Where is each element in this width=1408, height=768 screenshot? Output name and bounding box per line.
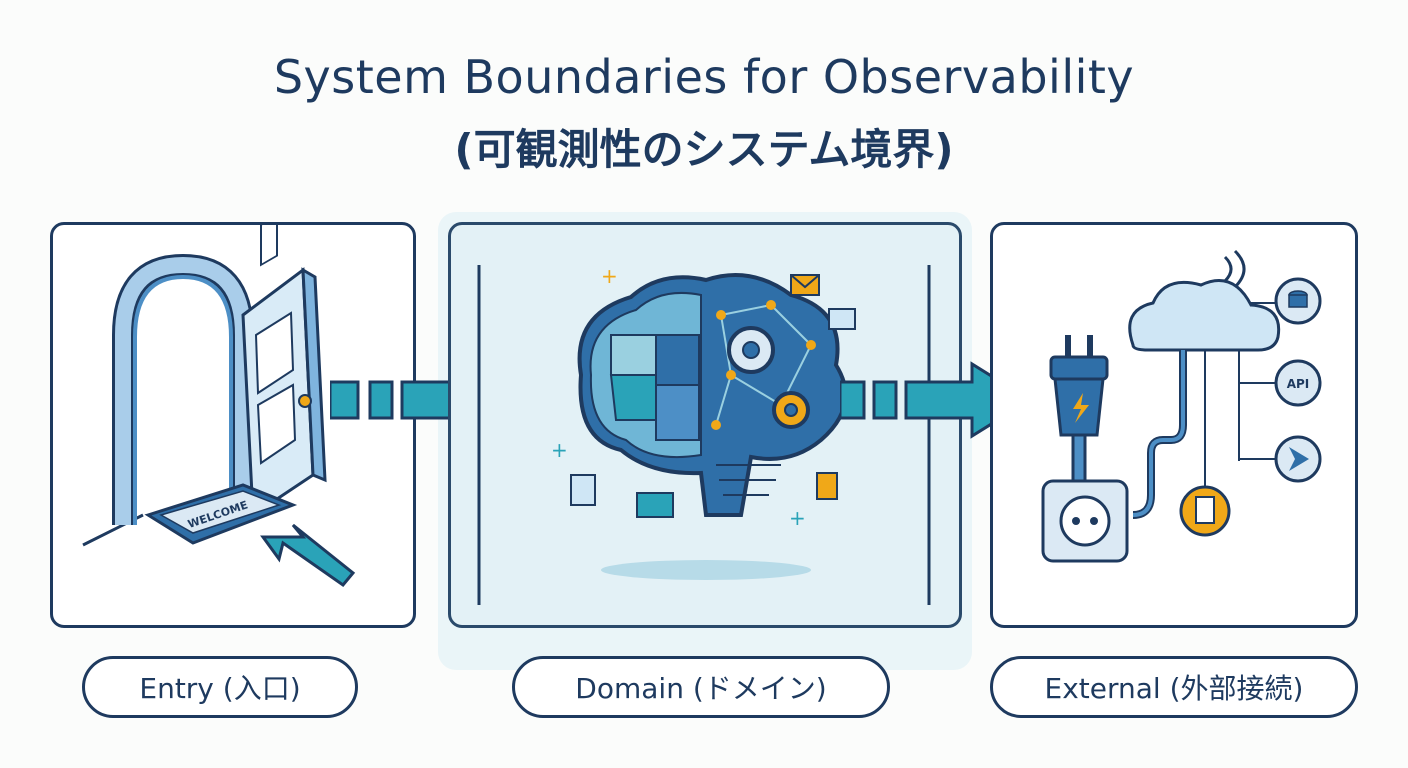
lightning-icon (1073, 393, 1089, 423)
entry-arrow-icon (260, 523, 356, 588)
door-illustration: WELCOME (82, 225, 356, 588)
connector-segment (330, 380, 360, 420)
welcome-mat-inner (159, 490, 282, 534)
api-icon (1274, 359, 1322, 407)
brainstem-lines (716, 464, 781, 496)
puzzle-piece (610, 334, 657, 376)
document-icon (570, 474, 596, 506)
door-panel-2 (256, 383, 297, 465)
wifi-icon (1223, 249, 1246, 289)
sparkle-icon: + (551, 438, 568, 462)
plug-top (1049, 355, 1109, 381)
connector-segment (872, 380, 898, 420)
cable (1132, 350, 1187, 519)
external-illustration: API (1041, 249, 1322, 563)
file-icon (816, 472, 838, 500)
doorknob-icon (298, 394, 312, 408)
brain-shadow (601, 560, 811, 580)
plug-prong (1087, 335, 1093, 357)
plug-cord (1071, 433, 1087, 487)
domain-label: Domain (ドメイン) (512, 656, 890, 718)
code-window-icon (636, 492, 674, 518)
arch-frame (115, 256, 251, 525)
plug-prong (1065, 335, 1071, 357)
entry-panel: WELCOME (50, 222, 416, 628)
arch-inner (133, 274, 233, 525)
brain-illustration: + + + (477, 264, 931, 605)
door-panel-1 (260, 225, 278, 267)
entry-label: Entry (入口) (82, 656, 358, 718)
cloud-icon (1128, 279, 1281, 352)
chat-icon (828, 308, 856, 330)
sparkle-icon: + (601, 264, 618, 288)
connector-segment (368, 380, 394, 420)
connector-segment (840, 380, 866, 420)
external-panel: API (990, 222, 1358, 628)
puzzle-piece (655, 334, 700, 386)
sparkle-icon: + (789, 506, 806, 530)
external-label: External (外部接続) (990, 656, 1358, 718)
domain-panel: + + + (448, 222, 962, 628)
title-english: System Boundaries for Observability (273, 50, 1135, 104)
api-label: API (1287, 377, 1310, 391)
door-edge (301, 267, 327, 483)
title-japanese: (可観測性のシステム境界) (454, 125, 954, 174)
puzzle-piece (609, 374, 657, 421)
door-panel-3 (254, 311, 295, 395)
puzzle-piece (655, 384, 700, 441)
